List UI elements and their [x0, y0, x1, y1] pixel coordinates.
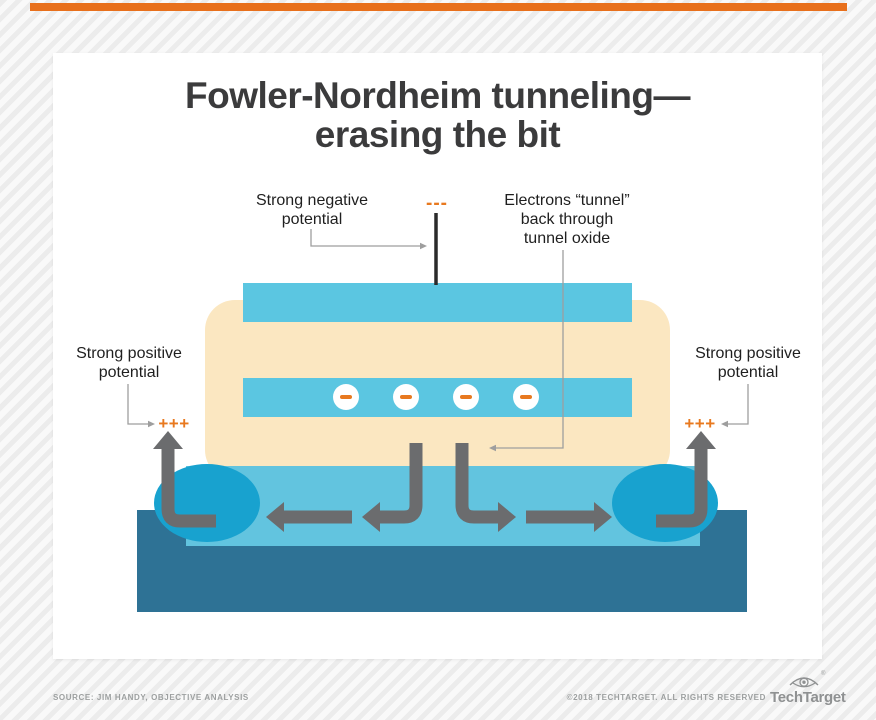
electron — [453, 384, 479, 410]
electron-minus-icon — [340, 395, 352, 399]
techtarget-eye-icon — [789, 677, 819, 688]
page-title-line1: Fowler-Nordheim tunneling— — [185, 75, 690, 116]
electron — [513, 384, 539, 410]
footer-copyright: ©2018 TECHTARGET. ALL RIGHTS RESERVED — [566, 693, 766, 702]
page-title-line2: erasing the bit — [314, 114, 561, 155]
accent-top-bar — [30, 3, 847, 11]
plus-symbol-right: +++ — [684, 414, 716, 433]
electron-minus-icon — [460, 395, 472, 399]
electron — [333, 384, 359, 410]
registered-trademark-icon: ® — [821, 671, 826, 677]
control-gate-bar — [243, 283, 632, 322]
electron — [393, 384, 419, 410]
drain-region-oval — [612, 464, 718, 542]
minus-dashes-symbol: --- — [426, 193, 448, 214]
plus-symbol-left: +++ — [158, 414, 190, 433]
source-region-oval — [154, 464, 260, 542]
electron-minus-icon — [520, 395, 532, 399]
label-positive-potential-left: Strong positive potential — [76, 345, 182, 381]
page-title: Fowler-Nordheim tunneling— erasing the b… — [53, 76, 822, 154]
techtarget-logo-wordmark: TechTarget — [770, 689, 846, 706]
label-positive-potential-right: Strong positive potential — [695, 345, 801, 381]
label-electron-tunnel: Electrons “tunnel” back through tunnel o… — [504, 192, 630, 247]
floating-gate-bar — [243, 378, 632, 417]
footer-source-credit: SOURCE: JIM HANDY, OBJECTIVE ANALYSIS — [53, 693, 249, 702]
electron-minus-icon — [400, 395, 412, 399]
label-negative-potential: Strong negative potential — [255, 192, 369, 228]
